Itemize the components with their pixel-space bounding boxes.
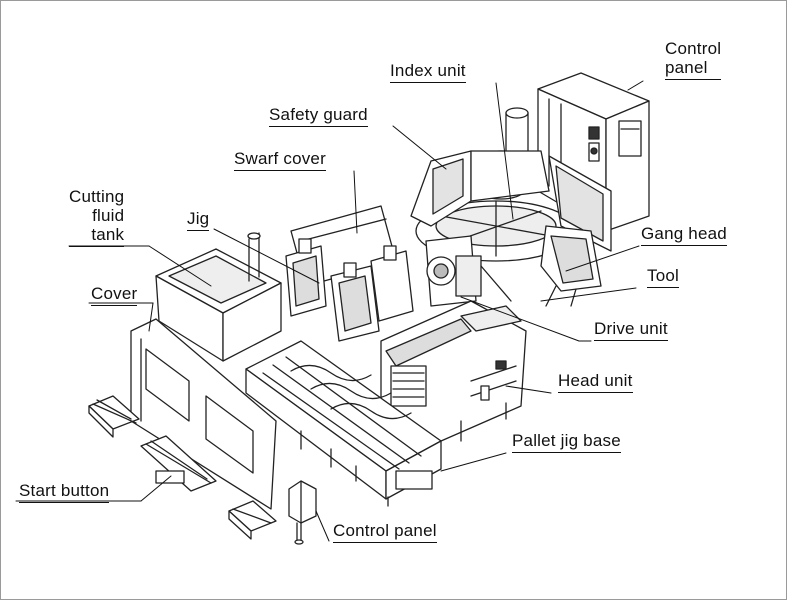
label-control-panel-top: Control panel	[665, 39, 722, 80]
label-head-unit: Head unit	[558, 371, 633, 393]
label-cutting-fluid-tank: Cutting fluid tank	[69, 187, 125, 247]
jig-drawing	[285, 238, 414, 342]
label-jig: Jig	[187, 209, 210, 231]
label-start-button: Start button	[19, 481, 110, 503]
label-drive-unit: Drive unit	[594, 319, 668, 341]
label-gang-head: Gang head	[641, 224, 727, 246]
label-safety-guard: Safety guard	[269, 105, 368, 127]
label-swarf-cover: Swarf cover	[234, 149, 326, 171]
safety-guard-drawing	[410, 150, 612, 252]
head-unit-drawing	[380, 300, 527, 442]
label-cover: Cover	[91, 284, 138, 306]
cutting-fluid-tank-drawing	[155, 232, 282, 362]
drive-unit-drawing	[425, 235, 512, 307]
pendant-control-panel-drawing	[288, 480, 317, 545]
control-panel-cabinet-drawing	[537, 72, 650, 232]
label-pallet-jig-base: Pallet jig base	[512, 431, 621, 453]
label-control-panel-bottom: Control panel	[333, 521, 437, 543]
gang-head-drawing	[540, 225, 602, 307]
label-tool: Tool	[647, 266, 679, 288]
cover-drawing	[88, 318, 277, 540]
pallet-jig-base-drawing	[245, 340, 442, 507]
label-index-unit: Index unit	[390, 61, 466, 83]
